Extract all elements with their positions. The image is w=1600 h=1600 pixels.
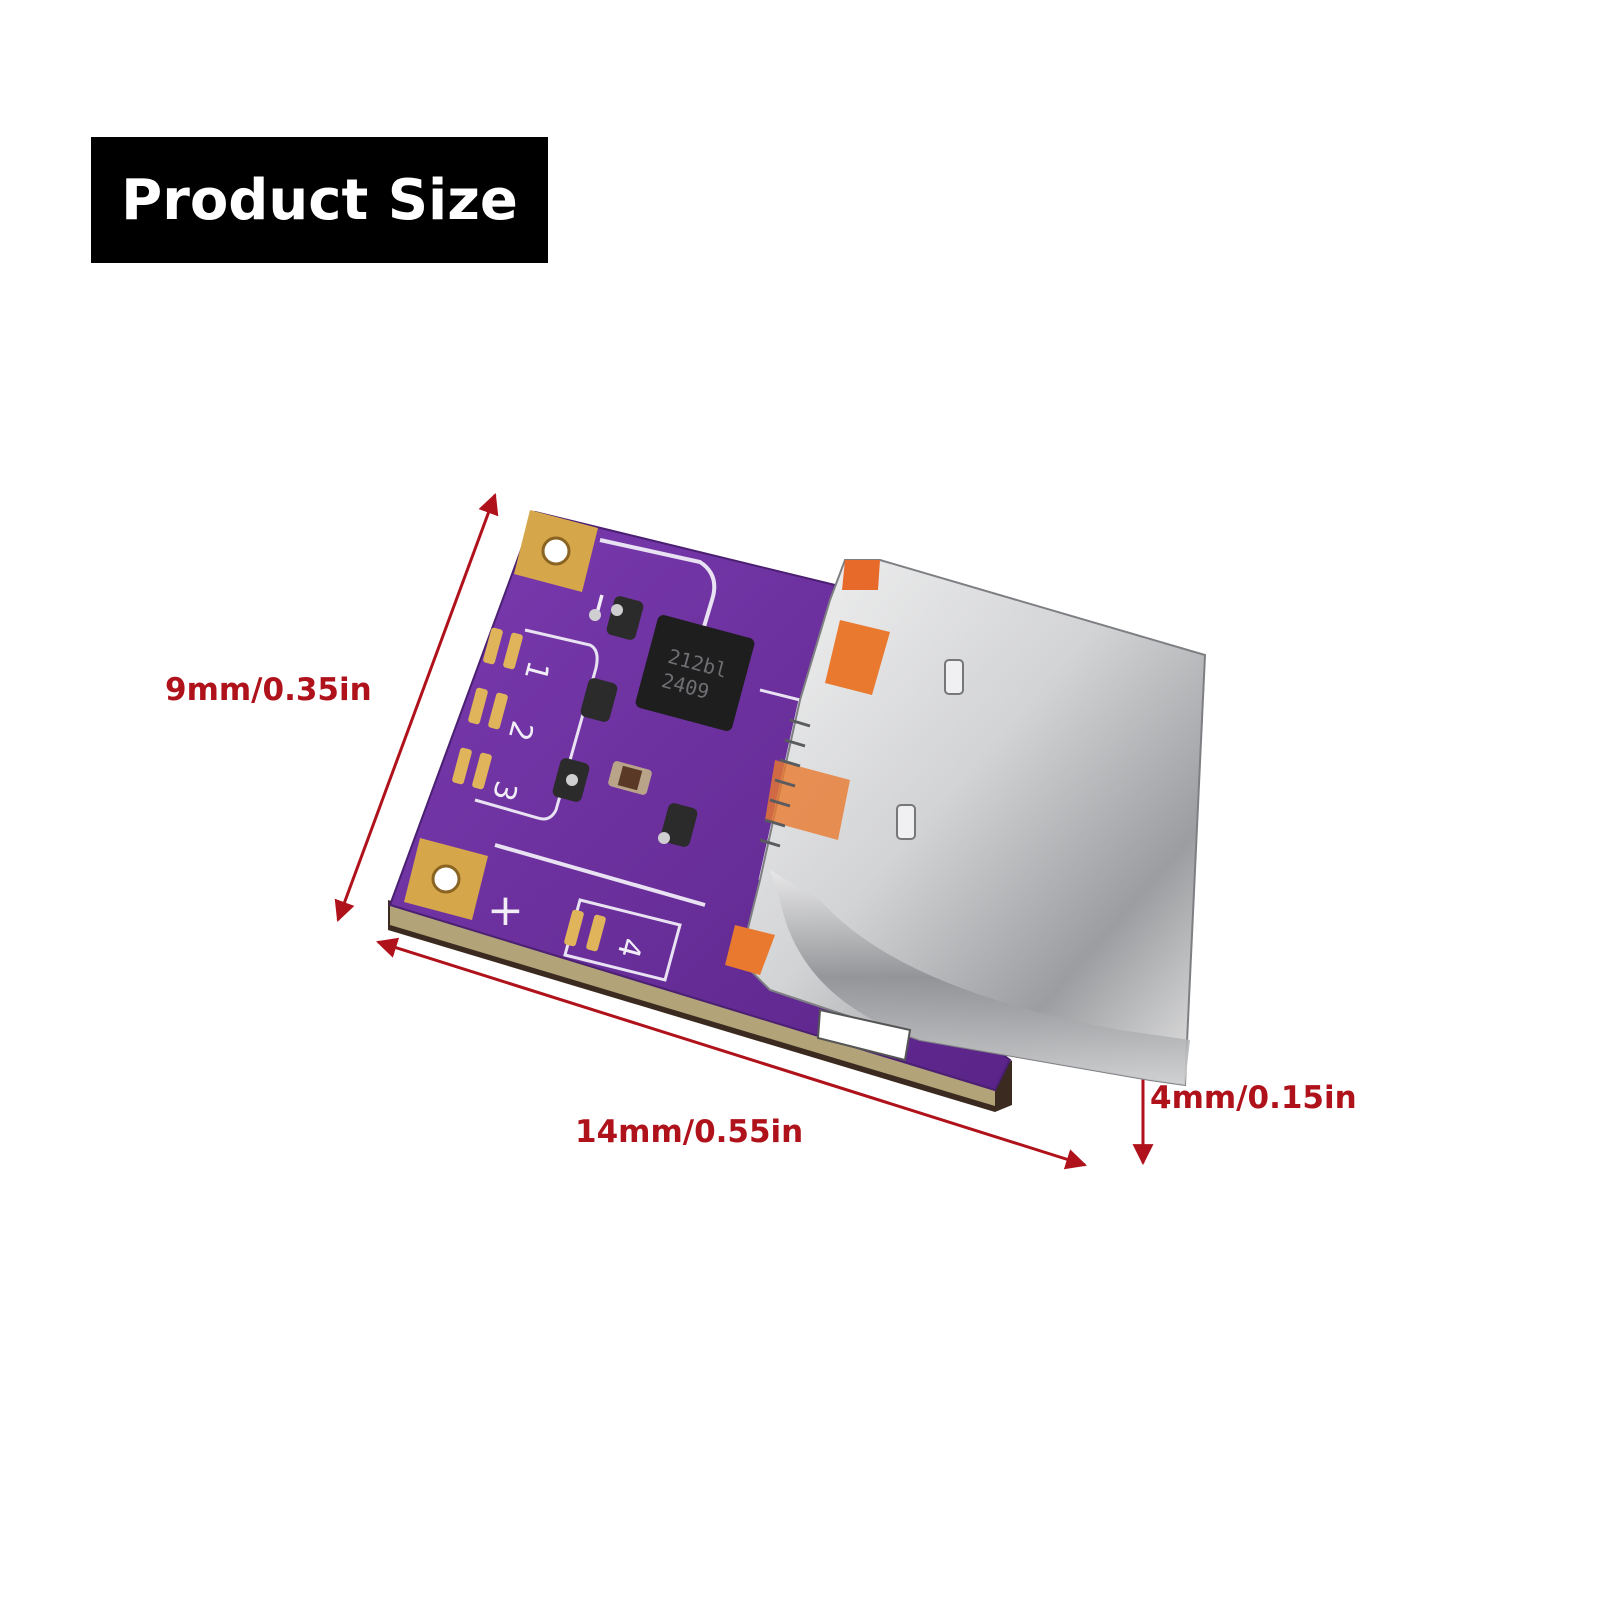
height-label: 9mm/0.35in (165, 672, 372, 708)
pad-group-4 (564, 909, 606, 952)
pad-group-3 (452, 747, 492, 790)
width-dimension-line (375, 937, 1088, 1170)
mounting-hole-bottom (404, 838, 488, 920)
width-label: 14mm/0.55in (575, 1114, 804, 1150)
smd-components (552, 596, 698, 847)
pad-group-2 (468, 687, 508, 730)
page-title: Product Size (121, 167, 518, 233)
thickness-label: 4mm/0.15in (1150, 1080, 1357, 1116)
mounting-hole-top (514, 510, 598, 592)
ic-chip: 212bl 2409 (635, 615, 755, 731)
polarity-plus: + (487, 885, 524, 936)
title-banner: Product Size (91, 137, 548, 263)
pad-group-1 (483, 627, 523, 670)
usb-c-connector (725, 559, 1207, 1087)
height-dimension-line (334, 493, 499, 922)
